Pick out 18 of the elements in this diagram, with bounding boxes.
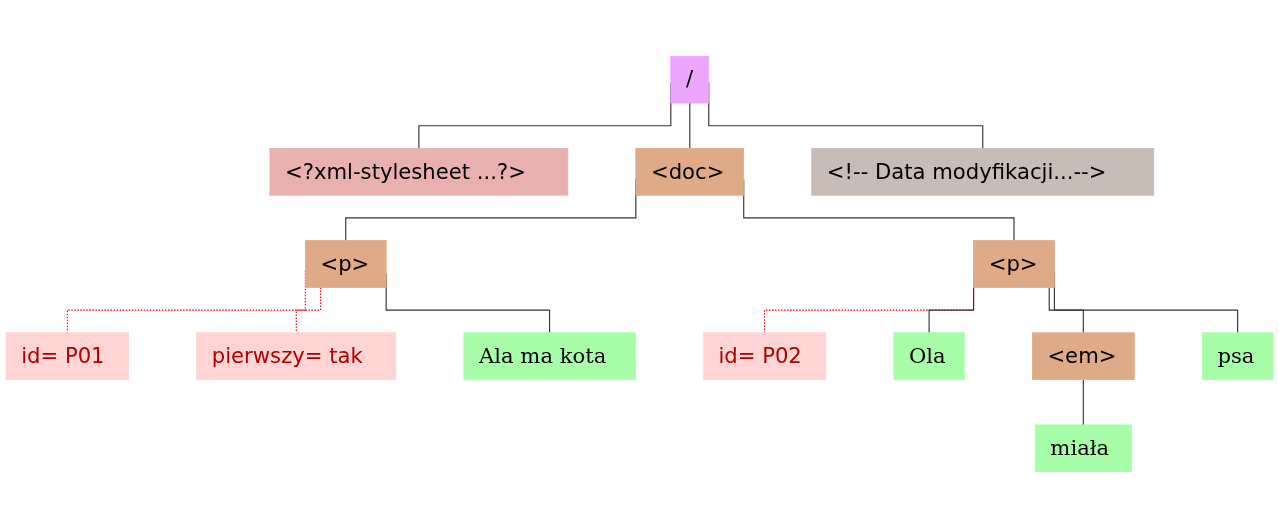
node-box: id= P02 — [702, 332, 827, 380]
node-box: miała — [1034, 424, 1132, 473]
node-box: <!-- Data modyfikacji...--> — [811, 148, 1155, 196]
node-box: / — [670, 55, 710, 104]
node-box: Ala ma kota — [463, 332, 636, 380]
node-box: psa — [1201, 332, 1274, 380]
connector — [1082, 379, 1084, 426]
node-box: <em> — [1031, 332, 1135, 380]
connector — [1048, 286, 1084, 334]
node-box: <doc> — [635, 148, 745, 196]
node-box: pierwszy= tak — [196, 332, 397, 380]
node-box: <p> — [304, 240, 387, 288]
connector — [928, 285, 975, 334]
node-box: id= P01 — [5, 332, 130, 380]
node-box: <?xml-stylesheet ...?> — [269, 148, 569, 196]
node-box: Ola — [893, 332, 965, 380]
node-box: <p> — [973, 240, 1055, 288]
connector — [689, 102, 691, 149]
